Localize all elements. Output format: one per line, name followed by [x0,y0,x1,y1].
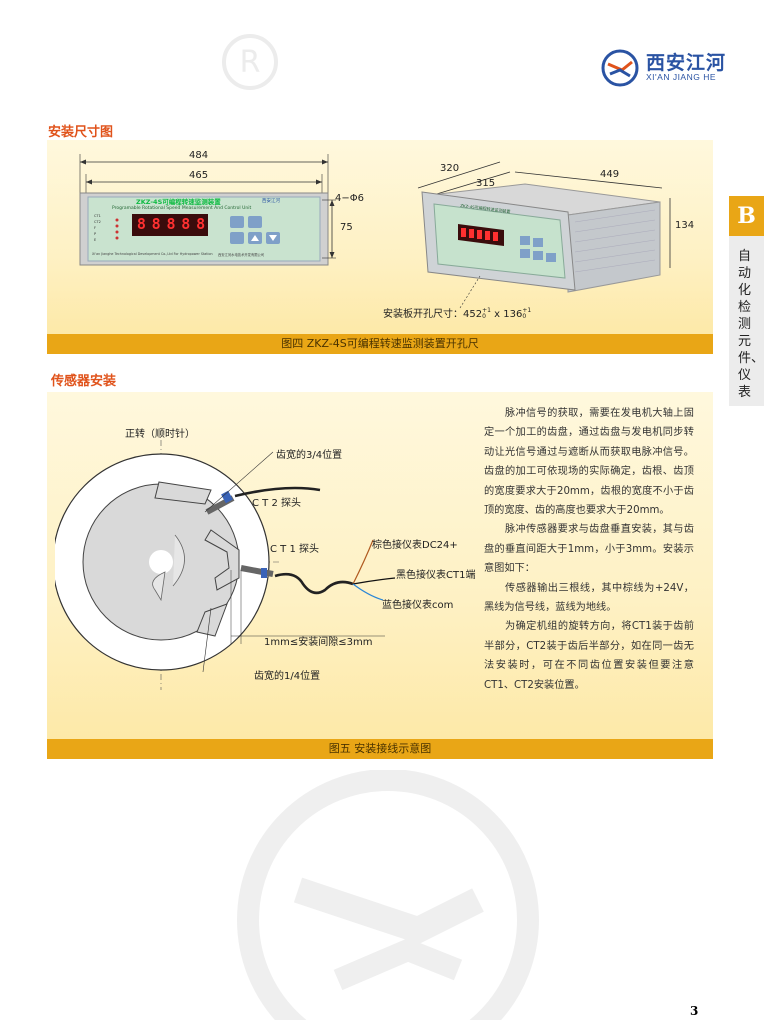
rotation-label: 正转（顺时针） [125,429,195,440]
front-device-company-cn: 西安江河水电技术开发有限公司 [218,253,265,257]
status-label: E [94,238,97,242]
dim-315: 315 [476,178,496,189]
front-device-model: ZKZ-4S可编程转速监测装置 [136,198,221,206]
label-ct1: C T 1 探头 [270,544,319,555]
paragraph: 脉冲信号的获取，需要在发电机大轴上固定一个加工的齿盘，通过齿盘与发电机同步转动让… [484,408,694,517]
cutout-tol1-sub: 0 [482,313,486,320]
dim-320: 320 [440,163,460,174]
cutout-label: 安装板开孔尺寸：452 [383,309,483,320]
status-label: P [94,232,97,236]
front-device-name-en: Programable Rotational Speed Measurement… [112,206,252,211]
label-blue-wire: 蓝色接仪表com [382,600,454,611]
status-label: CT1 [94,214,101,218]
side-tab-letter: B [729,196,764,236]
section-title-sensor: 传感器安装 [51,374,117,389]
front-device-brand: 西安江河 [262,199,280,204]
front-status-labels: CT1 CT2 F P E [94,213,101,243]
dim-hole: 4−Φ6 [335,193,364,204]
logo-name-en: XI'AN JIANG HE [646,72,717,82]
cutout-height: x 136 [494,309,523,320]
label-brown-wire: 棕色接仪表DC24+ [372,540,458,551]
section-title-dimensions: 安装尺寸图 [48,125,114,140]
side-tab: 自动化检测元件、仪表 [729,236,764,406]
company-logo-icon [601,49,639,87]
label-black-wire: 黑色接仪表CT1端 [396,570,476,581]
figure5-caption: 图五 安装接线示意图 [47,739,713,759]
cutout-tol2-sub: 0 [522,313,527,320]
front-panel-drawing [79,154,336,266]
dim-75: 75 [340,222,353,233]
digit: 8 [151,215,161,233]
tooth-disc-diagram [55,440,396,690]
page-number: 3 [690,1004,699,1018]
paragraph: 为确定机组的旋转方向，将CT1装于齿前半部分，CT2装于齿后半部分，如在同一齿无… [484,621,694,691]
label-pos-3-4: 齿宽的3/4位置 [276,450,343,461]
dim-484: 484 [189,150,209,161]
digit: 8 [181,215,191,233]
registered-watermark-icon: R [222,34,278,90]
cutout-tol2-sup: +1 [522,307,532,314]
dim-134: 134 [675,220,695,231]
digit: 8 [166,215,176,233]
dim-465: 465 [189,170,209,181]
status-label: CT2 [94,220,101,224]
front-digit-display: 8 8 8 8 8 [134,215,208,233]
side-tab-label: 自动化检测元件、仪表 [738,249,764,400]
logo-watermark-icon [237,770,539,1020]
cutout-tol1-sup: +1 [482,307,491,314]
digit: 8 [136,215,146,233]
sensor-description: 脉冲信号的获取，需要在发电机大轴上固定一个加工的齿盘，通过齿盘与发电机同步转动让… [484,404,694,695]
label-pos-1-4: 齿宽的1/4位置 [254,671,321,682]
front-device-company-en: Xi'an Jianghe Technological Development … [92,252,213,256]
logo-name-cn: 西安江河 [646,52,727,74]
dim-449: 449 [600,169,620,180]
figure4-caption: 图四 ZKZ-4S可编程转速监测装置开孔尺 [47,334,713,354]
status-label: F [94,226,97,230]
paragraph: 脉冲传感器要求与齿盘垂直安装，其与齿盘的垂直间距大于1mm，小于3mm。安装示意… [484,524,694,575]
svg-text:R: R [240,45,261,80]
label-ct2: C T 2 探头 [252,498,301,509]
digit: 8 [196,215,206,233]
perspective-drawing [417,161,671,309]
label-gap: 1mm≤安装间隙≤3mm [264,637,373,648]
paragraph: 传感器输出三根线，其中棕线为+24V，黑线为信号线，蓝线为地线。 [484,582,694,614]
